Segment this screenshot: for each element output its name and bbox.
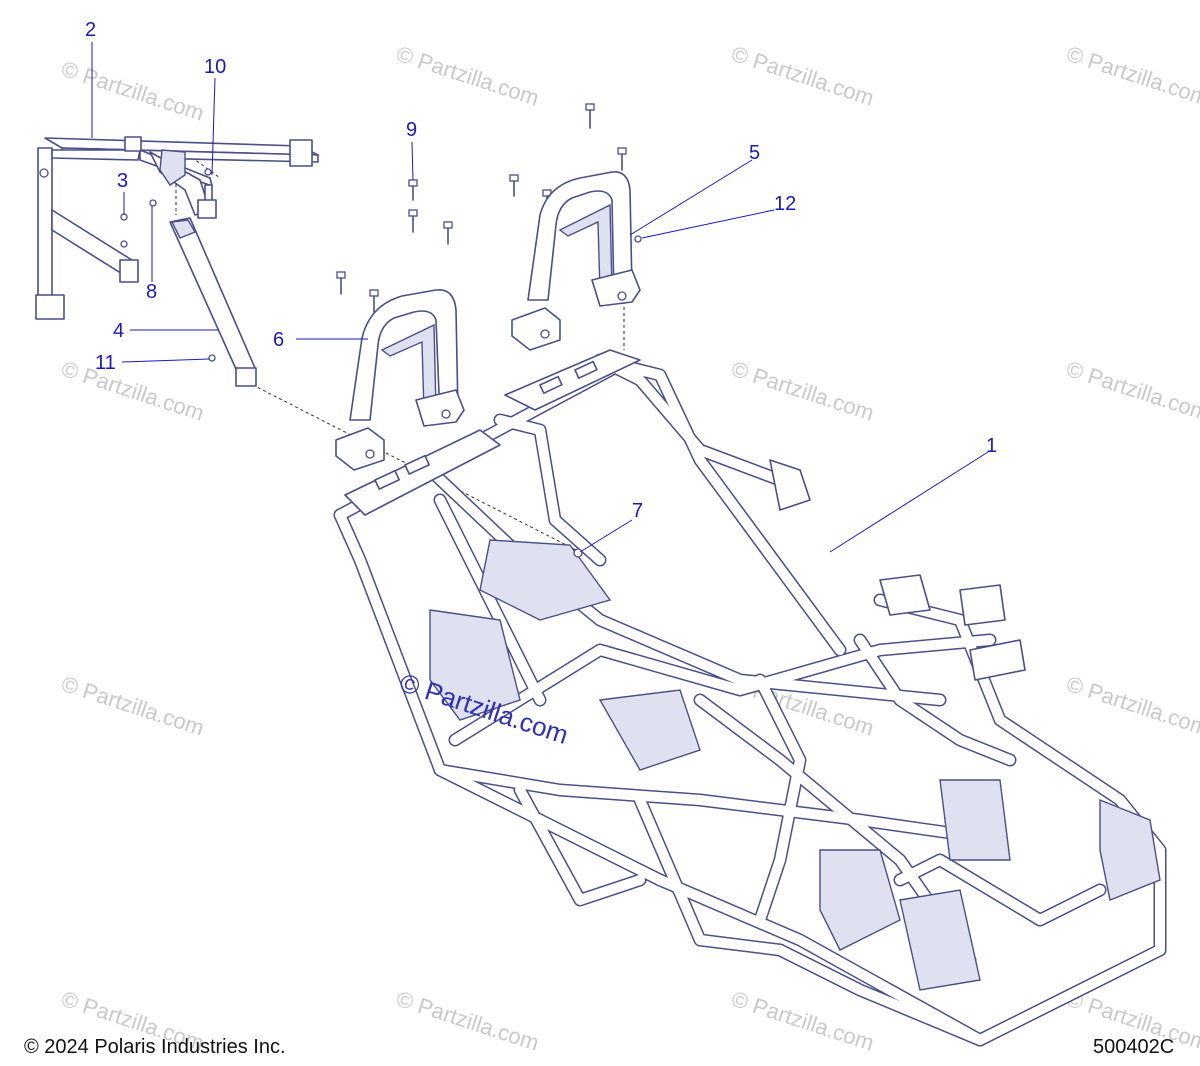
callout-9: 9: [406, 119, 417, 141]
callout-6: 6: [273, 329, 284, 351]
callout-12: 12: [774, 193, 796, 215]
callouts: 1 2 3 4 5 6 7 8 9 10 11 12: [85, 19, 997, 522]
watermark: © Partzilla.com: [728, 41, 877, 111]
frame-tubes-inner: [335, 355, 1165, 1045]
watermark: © Partzilla.com: [1063, 356, 1200, 426]
watermark: © Partzilla.com: [1063, 41, 1200, 111]
watermark: © Partzilla.com: [728, 986, 877, 1056]
callout-1: 1: [986, 435, 997, 457]
bolt-icon: [336, 271, 346, 295]
watermark: © Partzilla.com: [58, 56, 207, 126]
diagram-number: 500402C: [1093, 1036, 1174, 1058]
bolt-icon: [617, 147, 627, 171]
callout-7: 7: [632, 500, 643, 522]
copyright-text: © 2024 Polaris Industries Inc.: [24, 1036, 286, 1058]
watermark: © Partzilla.com: [393, 41, 542, 111]
callout-3: 3: [117, 170, 128, 192]
callout-8: 8: [146, 281, 157, 303]
bolt-icon: [443, 221, 453, 245]
upper-bar-assembly: [35, 136, 319, 320]
bolt-icon: [509, 174, 519, 197]
callout-11: 11: [95, 352, 116, 374]
main-frame: [333, 349, 1167, 1047]
bolt-icon: [369, 289, 379, 313]
watermark: © Partzilla.com: [728, 356, 877, 426]
handle-bracket-right: [511, 171, 641, 351]
callout-2: 2: [85, 19, 96, 41]
brace-tube: [169, 217, 257, 387]
watermark: © Partzilla.com: [58, 671, 207, 741]
frame-plates: [344, 349, 1161, 991]
bolt-icon: [408, 209, 418, 233]
bolt-icon: [585, 103, 595, 129]
hardware: [120, 199, 642, 362]
callout-4: 4: [113, 320, 124, 342]
callout-5: 5: [749, 142, 760, 164]
callout-10: 10: [204, 56, 226, 78]
bolts: [336, 103, 627, 313]
handle-bracket-left: [335, 289, 465, 471]
leader-lines: [91, 42, 989, 553]
watermark: © Partzilla.com: [393, 986, 542, 1056]
watermark: © Partzilla.com: [1063, 671, 1200, 741]
watermark: © Partzilla.com: [58, 356, 207, 426]
bolt-icon: [408, 179, 418, 201]
